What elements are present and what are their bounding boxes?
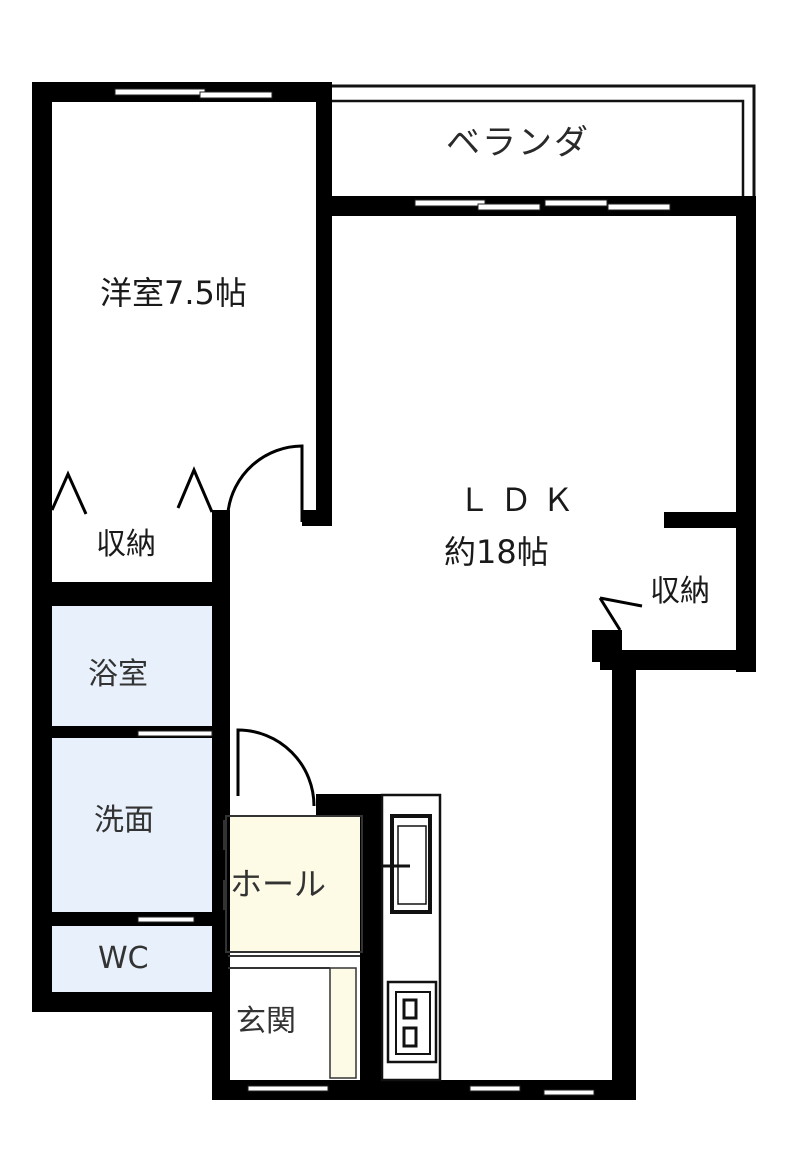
bathroom-area — [50, 606, 212, 726]
western-room-label: 洋室7.5帖 — [100, 274, 247, 312]
entrance-step-area — [329, 967, 357, 1079]
storage-west-label: 収納 — [96, 527, 156, 562]
toilet-label: WC — [98, 941, 149, 976]
veranda-label: ベランダ — [446, 123, 590, 163]
washroom-label: 洗面 — [94, 803, 154, 838]
hall-lines — [223, 815, 363, 969]
kitchen-counter — [380, 793, 442, 1082]
bathroom-label: 浴室 — [88, 657, 148, 692]
veranda-outline — [330, 84, 756, 196]
hall-area — [228, 817, 360, 951]
storage-ldk-label: 収納 — [650, 574, 710, 609]
windows — [114, 88, 671, 1096]
door-swings — [50, 444, 643, 807]
ldk-label: ＬＤＫ — [458, 481, 585, 519]
hall-label: ホール — [230, 865, 327, 903]
ldk-size-label: 約18帖 — [444, 533, 549, 571]
washroom-area — [48, 738, 212, 912]
entrance-label: 玄関 — [236, 1004, 296, 1039]
walls — [32, 82, 756, 1100]
toilet-area — [48, 926, 212, 992]
